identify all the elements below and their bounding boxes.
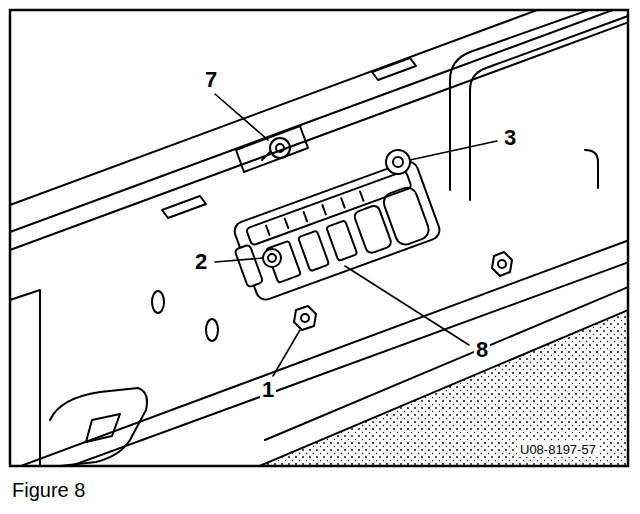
leader-line (410, 141, 497, 160)
leader-line (345, 266, 469, 345)
drawing-reference: U08-8197-57 (518, 442, 598, 457)
callout-number: 8 (474, 338, 490, 362)
figure-caption: Figure 8 (12, 480, 85, 500)
leader-line (273, 330, 300, 376)
callout-number: 7 (203, 68, 219, 92)
callout-number: 1 (260, 378, 276, 402)
leader-line (215, 94, 268, 140)
callout-number: 3 (502, 126, 518, 150)
callout-number: 2 (193, 250, 209, 274)
leader-line (215, 258, 263, 262)
figure-frame (10, 10, 628, 466)
